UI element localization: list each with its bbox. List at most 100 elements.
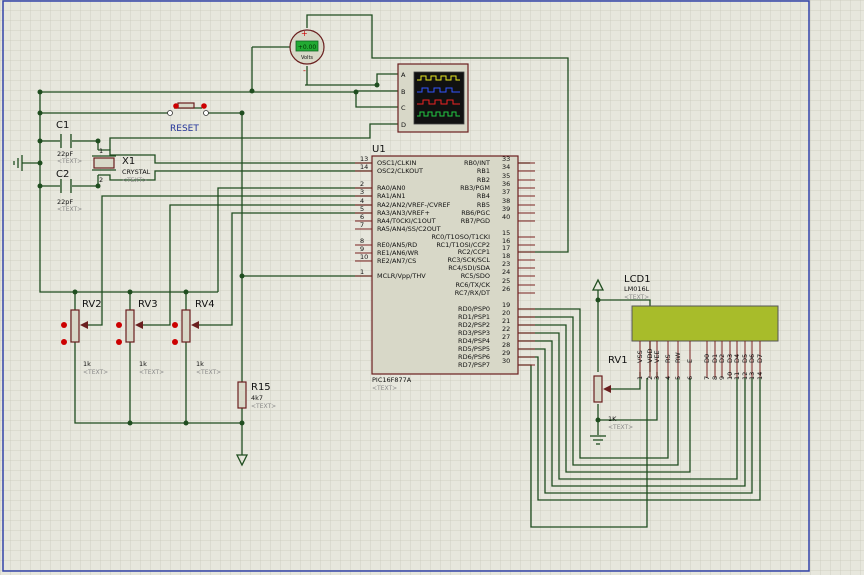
mcu-pin-name: RD5/PSP5 bbox=[458, 345, 490, 353]
voltmeter-unit: Volts bbox=[301, 55, 313, 61]
mcu-pin-number: 13 bbox=[360, 155, 368, 163]
lcd-pin-number: 4 bbox=[664, 376, 672, 380]
mcu-pin-name: RC3/SCK/SCL bbox=[448, 256, 491, 264]
r15-text: <TEXT> bbox=[251, 403, 276, 410]
mcu-pin-name: RA4/T0CKI/C1OUT bbox=[377, 217, 436, 225]
resistor-r15[interactable]: R15 4k7 <TEXT> bbox=[237, 381, 276, 410]
oscilloscope[interactable]: A B C D bbox=[397, 63, 469, 133]
mcu-pin-number: 10 bbox=[360, 253, 368, 261]
lcd-pin-number: 7 bbox=[703, 376, 711, 380]
rv1-value: 1K bbox=[608, 415, 617, 423]
lcd-pin-number: 8 bbox=[711, 376, 719, 380]
lcd-pin-number: 12 bbox=[741, 372, 749, 380]
voltmeter-minus: - bbox=[303, 66, 306, 75]
mcu-pin-number: 24 bbox=[502, 268, 510, 276]
voltmeter-display: +0.00 bbox=[298, 44, 317, 51]
potentiometer-rv2[interactable]: RV2 1k <TEXT> bbox=[61, 299, 108, 376]
mcu-pin-name: RC1/T1OSI/CCP2 bbox=[436, 241, 490, 249]
potentiometer-rv1[interactable]: RV1 1K <TEXT> bbox=[590, 278, 633, 445]
c2-ref: C2 bbox=[56, 169, 69, 180]
rv1-ref: RV1 bbox=[608, 355, 628, 366]
crystal-pin-2: 2 bbox=[99, 176, 103, 184]
lcd-pin-number: 11 bbox=[733, 372, 741, 380]
mcu-pin-name: RA2/AN2/VREF-/CVREF bbox=[377, 201, 451, 209]
mcu-pin-name: RB6/PGC bbox=[461, 209, 490, 217]
mcu-pin-name: RC0/T1OSO/T1CKI bbox=[431, 233, 490, 241]
lcd-pin-name: D3 bbox=[726, 354, 734, 363]
ground-symbol-rv1 bbox=[590, 435, 606, 445]
mcu-pin-name: RD0/PSP0 bbox=[458, 305, 490, 313]
r15-ref: R15 bbox=[251, 382, 271, 393]
c1-value: 22pF bbox=[57, 150, 73, 158]
mcu-pin-name: RB4 bbox=[477, 192, 490, 200]
mcu-pin-name: RA0/AN0 bbox=[377, 184, 405, 192]
mcu-pin-number: 38 bbox=[502, 197, 510, 205]
lcd-lm016l[interactable]: LCD1 LM016L <TEXT> VSS1VDD2VEE3RS4RW5E6D… bbox=[624, 274, 779, 380]
c2-text: <TEXT> bbox=[57, 206, 82, 213]
mcu-pin-name: RA5/AN4/SS/C2OUT bbox=[377, 225, 441, 233]
lcd-pin-number: 6 bbox=[686, 376, 694, 380]
mcu-pin-number: 14 bbox=[360, 163, 368, 171]
mcu-pin-number: 17 bbox=[502, 244, 510, 252]
mcu-pin-number: 28 bbox=[502, 341, 510, 349]
potentiometer-rv3[interactable]: RV3 1k <TEXT> bbox=[116, 299, 164, 376]
scope-channel-c: C bbox=[401, 104, 406, 112]
mcu-pin-number: 30 bbox=[502, 357, 510, 365]
lcd-pin-number: 1 bbox=[636, 376, 644, 380]
mcu-pin-number: 8 bbox=[360, 237, 364, 245]
mcu-pin-number: 22 bbox=[502, 325, 510, 333]
rv4-text: <TEXT> bbox=[196, 369, 221, 376]
mcu-pin-number: 15 bbox=[502, 229, 510, 237]
mcu-pin-number: 19 bbox=[502, 301, 510, 309]
scope-channel-a: A bbox=[401, 71, 406, 79]
crystal-x1[interactable]: 1 2 X1 CRYSTAL <TEXT> bbox=[92, 147, 151, 184]
lcd-pin-number: 2 bbox=[646, 376, 654, 380]
mcu-pin-name: RD3/PSP3 bbox=[458, 329, 490, 337]
mcu-pin-number: 4 bbox=[360, 197, 364, 205]
mcu-pin-number: 35 bbox=[502, 172, 510, 180]
mcu-pin-number: 27 bbox=[502, 333, 510, 341]
mcu-ref: U1 bbox=[372, 144, 386, 155]
mcu-pin-number: 7 bbox=[360, 221, 364, 229]
reset-button[interactable]: RESET bbox=[167, 102, 209, 134]
mcu-pin-number: 3 bbox=[360, 188, 364, 196]
rv3-value: 1k bbox=[139, 360, 147, 368]
mcu-pin-name: RB2 bbox=[477, 176, 490, 184]
mcu-pin-name: RE2/AN7/CS bbox=[377, 257, 416, 265]
lcd-pin-name: RW bbox=[674, 352, 682, 363]
capacitor-c1[interactable]: C1 22pF <TEXT> bbox=[56, 120, 82, 165]
sheet-frame bbox=[2, 0, 810, 572]
mcu-pin-number: 2 bbox=[360, 180, 364, 188]
crystal-pin-1: 1 bbox=[99, 147, 103, 155]
r15-value: 4k7 bbox=[251, 394, 263, 402]
lcd-pin-number: 10 bbox=[726, 372, 734, 380]
potentiometer-rv4[interactable]: RV4 1k <TEXT> bbox=[172, 299, 221, 376]
rv2-text: <TEXT> bbox=[83, 369, 108, 376]
mcu-pin-name: RB0/INT bbox=[464, 159, 490, 167]
mcu-pin-name: RC6/TX/CK bbox=[456, 281, 491, 289]
voltmeter[interactable]: +0.00 Volts + - bbox=[289, 29, 325, 75]
lcd-pin-name: VEE bbox=[653, 350, 661, 363]
mcu-pin-name: OSC1/CLKIN bbox=[377, 159, 416, 167]
mcu-pin-name: RD6/PSP6 bbox=[458, 353, 490, 361]
lcd-pin-name: D5 bbox=[741, 354, 749, 363]
mcu-pin-number: 16 bbox=[502, 237, 510, 245]
lcd-pin-name: VSS bbox=[636, 350, 644, 363]
mcu-pin-name: RD2/PSP2 bbox=[458, 321, 490, 329]
rv2-ref: RV2 bbox=[82, 299, 102, 310]
mcu-pin-name: RB1 bbox=[477, 167, 490, 175]
scope-channel-d: D bbox=[401, 121, 406, 129]
ground-arrow-r15 bbox=[235, 454, 249, 467]
lcd-pin-name: VDD bbox=[646, 349, 654, 363]
capacitor-c2[interactable]: C2 22pF <TEXT> bbox=[56, 169, 82, 213]
lcd-pin-name: D2 bbox=[718, 354, 726, 363]
voltmeter-plus: + bbox=[301, 29, 308, 38]
rv3-ref: RV3 bbox=[138, 299, 158, 310]
rv4-value: 1k bbox=[196, 360, 204, 368]
lcd-pin-name: D1 bbox=[711, 354, 719, 363]
mcu-pin-number: 5 bbox=[360, 205, 364, 213]
mcu-pin-name: RB7/PGD bbox=[461, 217, 490, 225]
